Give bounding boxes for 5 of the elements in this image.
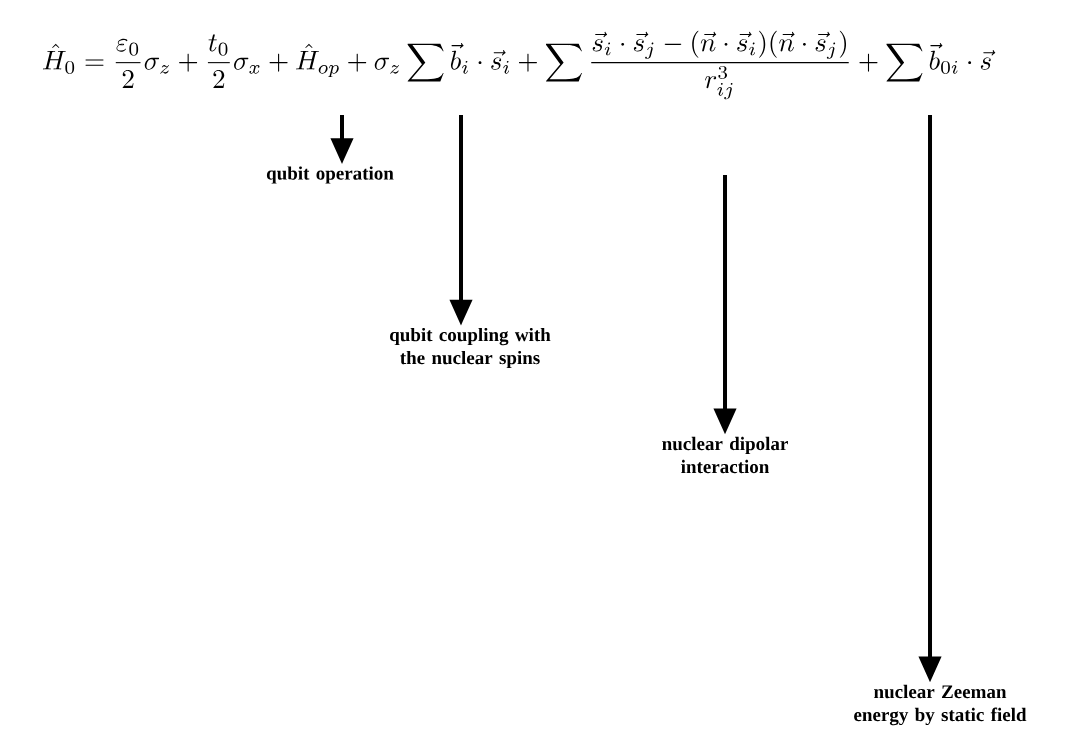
caption-text: nuclear dipolar interaction <box>662 436 788 474</box>
caption-text: nuclear Zeeman energy by static field <box>854 684 1027 726</box>
caption-text: qubit operation <box>266 166 394 184</box>
caption-text: qubit coupling with the nuclear spins <box>390 327 551 369</box>
equation: $\hat{H}_0=\frac{\varepsilon_0}{2}\sigma_z+\frac{t_0}{2}\sigma_x+\hat{H}_{op}+\sigma_z\sum\vec{b}_i\cdot\vec{s}_i+\sum\frac{\vec{s}_i\cdot\vec{s}_j-(\vec{n}\cdot\vec{s}_i)(\vec{n}\cdot\vec{s}_j)}{r_{ij}^3}+\sum\vec{b}_{0i}\cdot\vec{s}$ <box>42 30 996 100</box>
